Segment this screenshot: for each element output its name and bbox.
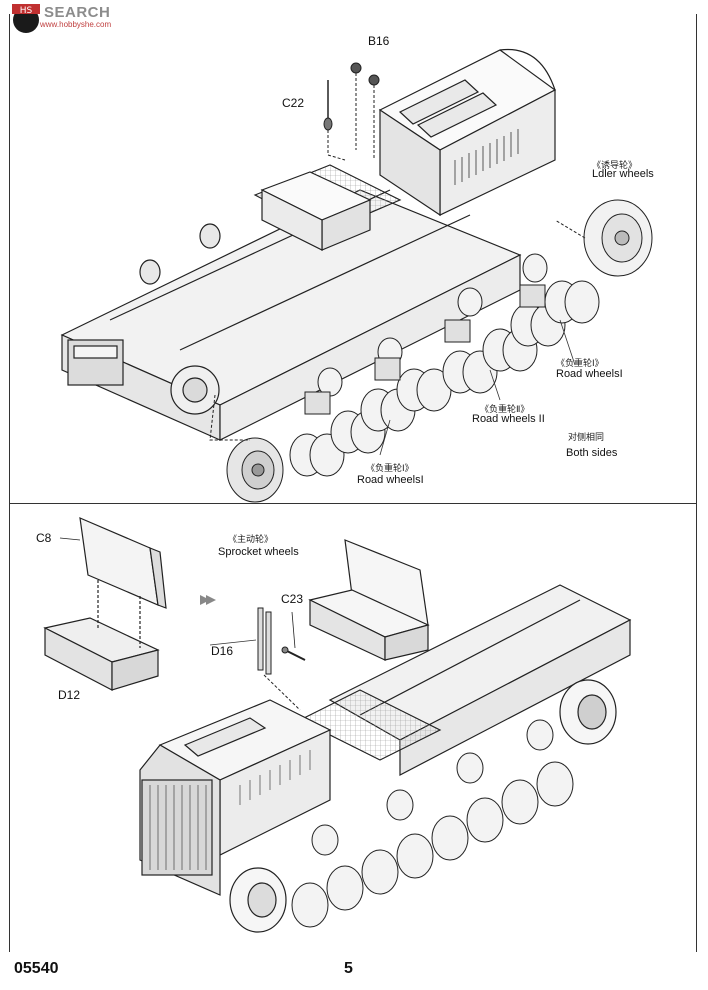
watermark-text: SEARCH [44,4,111,21]
road-mid-label-cn: 《负重轮Ⅱ》 [480,404,530,414]
top-bogies [289,253,600,477]
part-label-d16: D16 [211,644,234,658]
idler-label-cn: 《诱导轮》 [592,160,638,170]
road-right-label-en: Road wheelsI [556,368,623,380]
sprocket-wheel [209,394,284,503]
road-right-label-cn: 《负重轮Ⅰ》 [556,358,604,368]
watermark-subtext: www.hobbyshe.com [40,20,112,29]
svg-text:HS: HS [20,6,33,16]
kit-code: 05540 [14,960,59,977]
b16-pins [350,62,380,160]
top-chassis [60,48,557,441]
seat-c8 [59,517,167,609]
road-mid-label-en: Road wheels II [472,413,545,425]
frame-divider [9,503,697,504]
watermark-logo: HS [6,2,46,34]
part-label-c23: C23 [281,592,304,606]
sprocket-label-en: Sprocket wheels [218,546,299,558]
bottom-road-wheels [291,719,574,928]
both-sides-label-cn: 对侧相同 [568,432,605,442]
d16-handles [257,607,301,711]
road-left-label-cn: 《负重轮Ⅰ》 [366,463,414,473]
c22-antenna [323,80,346,161]
c23-lever [281,611,306,661]
both-sides-label-en: Both sides [566,447,618,459]
road-left-label-en: Road wheelsI [357,474,424,486]
seat-d12 [43,580,160,691]
idler-wheel [554,199,653,277]
bottom-tractor [139,539,632,933]
part-label-b16: B16 [368,34,390,48]
assembly-arrow-icon [200,595,216,605]
frame-left [9,14,10,952]
idler-label-en: Ldler wheels [592,168,654,180]
part-label-c8: C8 [36,531,52,545]
part-label-c22: C22 [282,96,305,110]
watermark-emblem-icon: HS [12,4,40,33]
frame-right [696,14,697,952]
part-label-d12: D12 [58,688,81,702]
sprocket-label-cn: 《主动轮》 [228,534,274,544]
page-number: 5 [344,960,353,977]
